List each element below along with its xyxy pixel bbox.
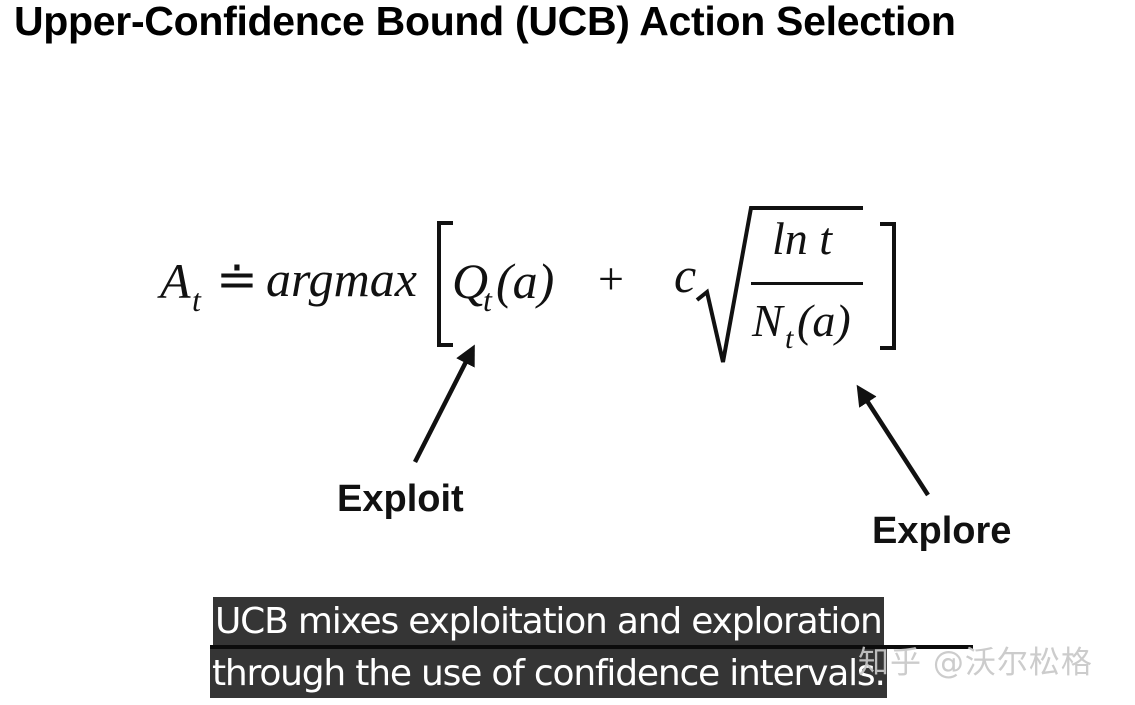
- exploit-label: Exploit: [337, 478, 464, 520]
- subtitle-separator: [210, 645, 973, 649]
- subtitle-line-2: through the use of confidence intervals.: [210, 649, 887, 698]
- slide-title: Upper-Confidence Bound (UCB) Action Sele…: [14, 0, 956, 44]
- formula-denominator-subscript: t: [785, 322, 794, 355]
- subtitle-line-1: UCB mixes exploitation and exploration: [213, 597, 884, 646]
- formula-denominator-arg: (a): [797, 295, 851, 346]
- formula-q-subscript: t: [483, 282, 492, 318]
- square-root-icon: [695, 206, 863, 363]
- formula-lhs-symbol: A: [160, 253, 191, 309]
- formula-relation: ≐: [216, 251, 258, 307]
- formula-q-symbol: Q: [452, 253, 489, 309]
- fraction-bar: [751, 282, 863, 285]
- explore-label: Explore: [872, 510, 1012, 552]
- formula-operator: argmax: [266, 251, 417, 307]
- formula-denominator-symbol: N: [752, 295, 783, 346]
- formula-lhs-subscript: t: [192, 282, 201, 318]
- formula-plus: +: [598, 253, 624, 304]
- formula-numerator: ln t: [772, 213, 833, 264]
- right-bracket-icon: [880, 222, 896, 350]
- formula-coefficient: c: [674, 247, 697, 303]
- watermark: 知乎 @沃尔松格: [858, 645, 1093, 681]
- left-bracket-icon: [437, 221, 453, 347]
- formula-q-arg: (a): [496, 253, 555, 309]
